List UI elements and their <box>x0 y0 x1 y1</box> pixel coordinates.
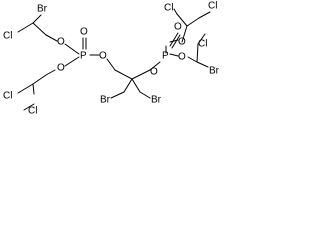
bond <box>198 11 211 19</box>
atom-p: P <box>162 51 169 62</box>
bond <box>181 25 188 43</box>
bond <box>32 14 42 24</box>
atom-o: O <box>57 37 65 48</box>
atom-br: Br <box>151 95 162 106</box>
bond <box>187 56 198 63</box>
bond <box>131 78 141 93</box>
bond <box>64 43 80 55</box>
atom-cl: Cl <box>28 106 37 117</box>
bond <box>171 34 181 49</box>
atom-o: O <box>178 37 186 48</box>
atom-o: O <box>174 22 182 33</box>
bond <box>106 58 116 71</box>
atom-cl: Cl <box>208 1 217 12</box>
atom-cl: Cl <box>3 31 12 42</box>
atom-br: Br <box>37 4 48 15</box>
chemical-structure-diagram: Br Cl O O P O O Cl Cl Cl Cl Cl O O P O O… <box>3 1 220 117</box>
bond <box>196 43 199 63</box>
atom-cl: Cl <box>198 39 207 50</box>
bond <box>45 69 56 76</box>
bond <box>114 69 133 80</box>
bond <box>32 83 35 95</box>
bond <box>139 91 151 99</box>
bond <box>110 91 125 99</box>
bond <box>169 32 179 47</box>
atom-o: O <box>178 52 186 63</box>
atom-o: O <box>80 27 88 38</box>
bond <box>64 56 80 67</box>
bond <box>32 22 47 36</box>
bond <box>176 13 188 27</box>
bond <box>17 22 34 33</box>
bond <box>186 17 200 27</box>
bond <box>23 103 35 111</box>
bond <box>173 8 178 15</box>
bond <box>17 83 34 94</box>
atom-br: Br <box>100 95 111 106</box>
bond <box>32 74 47 85</box>
bond <box>169 53 179 57</box>
atom-o: O <box>99 51 107 62</box>
bond <box>123 78 133 93</box>
bond <box>45 34 58 42</box>
bond <box>197 33 206 45</box>
bond <box>196 61 209 68</box>
bond-lines <box>17 8 211 111</box>
atom-p: P <box>80 51 87 62</box>
atom-o: O <box>150 67 158 78</box>
atom-o: O <box>57 63 65 74</box>
atom-br: Br <box>209 66 220 77</box>
bond <box>149 61 161 71</box>
atom-cl: Cl <box>3 91 12 102</box>
atom-cl: Cl <box>164 3 173 14</box>
atom-labels: Br Cl O O P O O Cl Cl Cl Cl Cl O O P O O… <box>3 1 220 117</box>
bond <box>131 69 151 80</box>
